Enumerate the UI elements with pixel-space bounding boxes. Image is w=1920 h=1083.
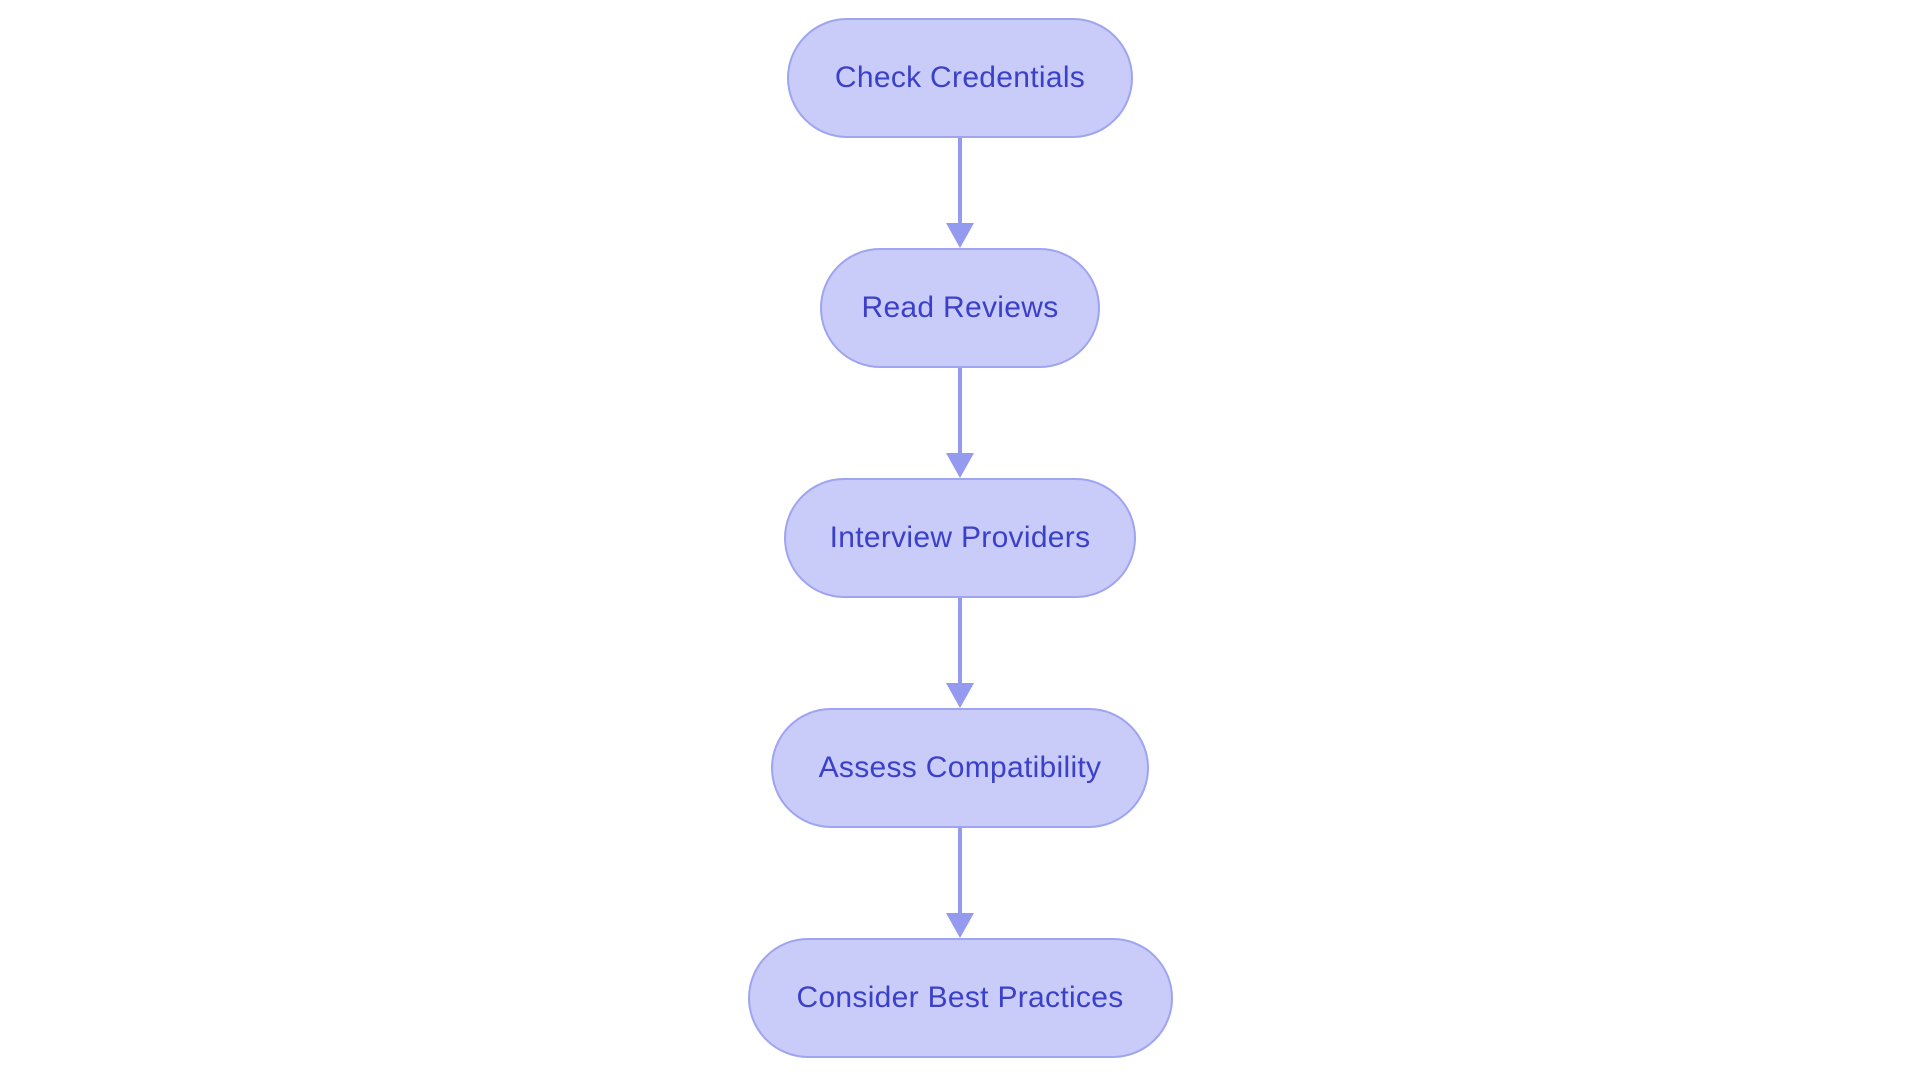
arrow-head-icon (946, 453, 974, 478)
flow-node-consider-best-practices: Consider Best Practices (747, 938, 1173, 1058)
flow-node-label: Read Reviews (861, 291, 1059, 324)
arrow-line (958, 138, 962, 224)
flow-arrow-3 (946, 598, 974, 708)
flow-node-check-credentials: Check Credentials (787, 18, 1133, 138)
arrow-head-icon (946, 683, 974, 708)
flow-arrow-2 (946, 368, 974, 478)
flow-node-label: Assess Compatibility (818, 751, 1102, 784)
flow-node-assess-compatibility: Assess Compatibility (771, 708, 1149, 828)
arrow-head-icon (946, 223, 974, 248)
arrow-line (958, 598, 962, 684)
flow-node-label: Check Credentials (834, 61, 1086, 94)
arrow-head-icon (946, 913, 974, 938)
flow-node-label: Consider Best Practices (796, 981, 1124, 1014)
flow-node-read-reviews: Read Reviews (820, 248, 1100, 368)
flow-arrow-4 (946, 828, 974, 938)
flow-node-label: Interview Providers (829, 521, 1091, 554)
arrow-line (958, 368, 962, 454)
arrow-line (958, 828, 962, 914)
flow-arrow-1 (946, 138, 974, 248)
flow-node-interview-providers: Interview Providers (784, 478, 1136, 598)
